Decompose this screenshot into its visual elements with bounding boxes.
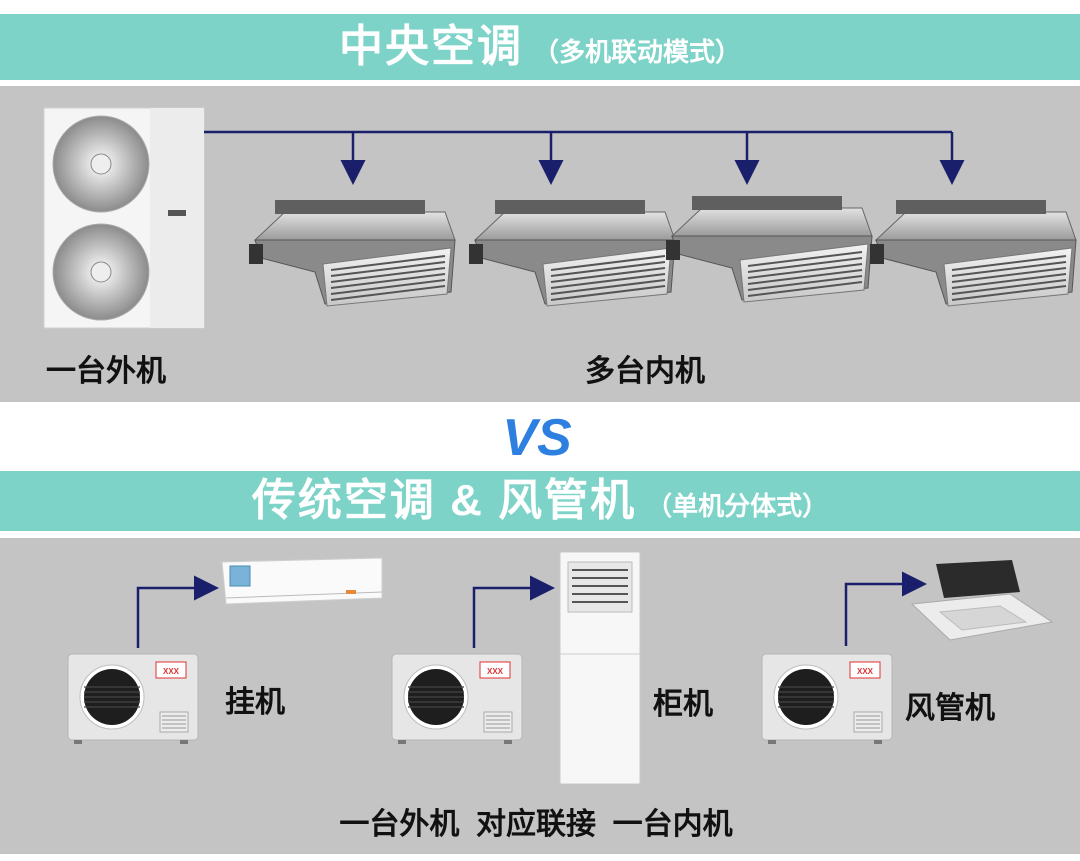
- wall-mounted-ac-icon: [221, 557, 383, 605]
- floor-standing-ac-icon: [559, 551, 641, 785]
- vs-label: VS: [502, 409, 572, 467]
- outdoor-unit-icon: [761, 653, 893, 745]
- connection-lines: [136, 571, 927, 648]
- traditional-ac-subtitle: （单机分体式）: [646, 491, 829, 521]
- indoor-duct-unit-icon: [468, 199, 676, 307]
- outdoor-unit-icon: [391, 653, 523, 745]
- central-outdoor-unit-icon: [43, 107, 205, 329]
- central-ac-subtitle: （多机联动模式）: [532, 37, 741, 67]
- wall-unit-label: 挂机: [225, 686, 285, 719]
- traditional-ac-banner: 传统空调 & 风管机 （单机分体式）: [0, 471, 1080, 531]
- outdoor-unit-label: 一台外机: [46, 355, 166, 388]
- traditional-ac-title: 传统空调 & 风管机: [251, 476, 637, 525]
- central-ac-banner: 中央空调 （多机联动模式）: [0, 14, 1080, 80]
- bottom-caption: 一台外机 对应联接 一台内机: [339, 807, 732, 841]
- outdoor-unit-icon: [67, 653, 199, 745]
- cabinet-unit-label: 柜机: [653, 688, 713, 721]
- central-ac-title: 中央空调: [338, 22, 523, 71]
- ceiling-cassette-ac-icon: [910, 560, 1054, 641]
- indoor-duct-unit-icon: [869, 199, 1077, 307]
- indoor-duct-unit-icon: [665, 195, 873, 303]
- indoor-units-label: 多台内机: [585, 355, 705, 388]
- indoor-duct-unit-icon: [248, 199, 456, 307]
- piping-lines: [204, 130, 965, 185]
- duct-unit-label: 风管机: [905, 692, 995, 725]
